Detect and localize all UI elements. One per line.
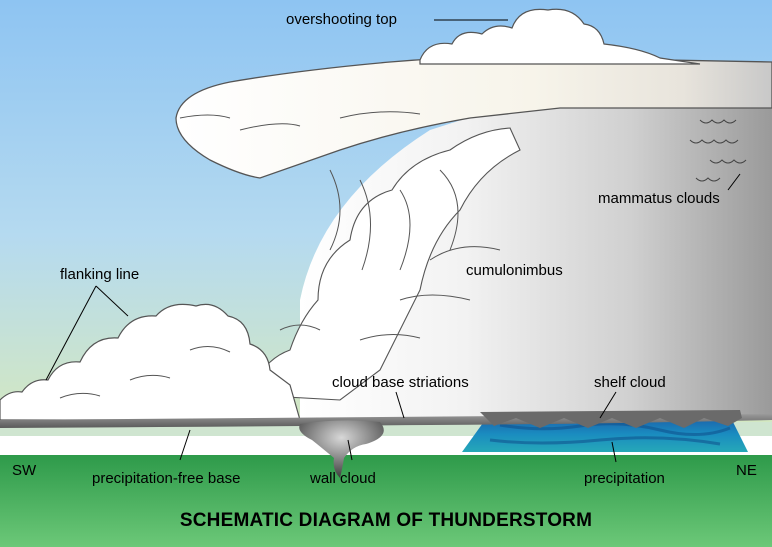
label-flanking-line: flanking line: [60, 266, 140, 283]
flanking-line-clouds: [0, 303, 301, 421]
label-wall-cloud: wall cloud: [310, 470, 376, 487]
label-overshooting-top: overshooting top: [286, 11, 397, 28]
leader-lines: [45, 19, 741, 463]
anvil-cloud: [175, 56, 772, 179]
label-precipitation: precipitation: [584, 470, 665, 487]
wall-cloud-shape: [299, 420, 384, 478]
diagram-title: SCHEMATIC DIAGRAM OF THUNDERSTORM: [179, 510, 593, 531]
label-cloud-base-striations: cloud base striations: [332, 374, 469, 391]
overshooting-top: [419, 8, 701, 65]
label-cumulonimbus: cumulonimbus: [466, 262, 563, 279]
precipitation-streaks: [489, 422, 731, 446]
shelf-cloud-shape: [480, 410, 742, 428]
label-ne: NE: [736, 462, 757, 479]
cloud-billows: [249, 127, 521, 401]
label-sw: SW: [12, 462, 37, 479]
mammatus-shapes: [689, 119, 747, 182]
label-precipitation-free-base: precipitation-free base: [92, 470, 241, 487]
cloud-texture-lines: [59, 111, 501, 399]
label-shelf-cloud: shelf cloud: [594, 374, 666, 391]
label-mammatus-clouds: mammatus clouds: [598, 190, 720, 207]
ground: [0, 455, 772, 547]
